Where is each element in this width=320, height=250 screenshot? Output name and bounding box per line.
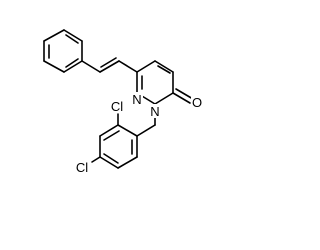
bond — [81, 60, 101, 73]
nitrogen-label: N — [150, 104, 159, 119]
chlorine-label: Cl — [76, 160, 88, 175]
nitrogen-label: N — [132, 92, 141, 107]
bond — [154, 60, 174, 73]
chlorine-label: Cl — [111, 99, 123, 114]
aromatic-inner-bond — [103, 130, 120, 141]
vinyl-linker — [81, 57, 138, 73]
aromatic-inner-bond — [103, 153, 119, 164]
phenyl-ring — [43, 29, 83, 73]
oxygen-label: O — [192, 95, 202, 110]
bond — [43, 29, 65, 42]
aromatic-inner-bond — [65, 58, 79, 68]
aromatic-inner-bond — [65, 34, 79, 44]
bond — [63, 60, 83, 73]
carbonyl-bond — [172, 92, 191, 104]
bond — [63, 29, 83, 42]
bond — [99, 60, 120, 73]
double-bond-inner — [157, 65, 171, 74]
double-bond-inner — [100, 57, 117, 68]
bond — [117, 124, 138, 137]
pyridazinone-ring — [136, 60, 194, 105]
bond — [136, 124, 156, 137]
bond — [136, 60, 156, 73]
carbonyl-bond — [175, 88, 194, 100]
bond-to-cl-para — [91, 156, 101, 163]
bond — [154, 92, 174, 105]
structural-formula: N N O Cl Cl — [43, 29, 203, 175]
bond — [43, 60, 65, 73]
atom-labels: N N O Cl Cl — [73, 92, 203, 175]
bond — [117, 156, 138, 169]
dichlorobenzyl-group — [91, 103, 156, 169]
bond — [118, 60, 138, 73]
bond — [99, 156, 119, 169]
bond — [99, 124, 119, 137]
